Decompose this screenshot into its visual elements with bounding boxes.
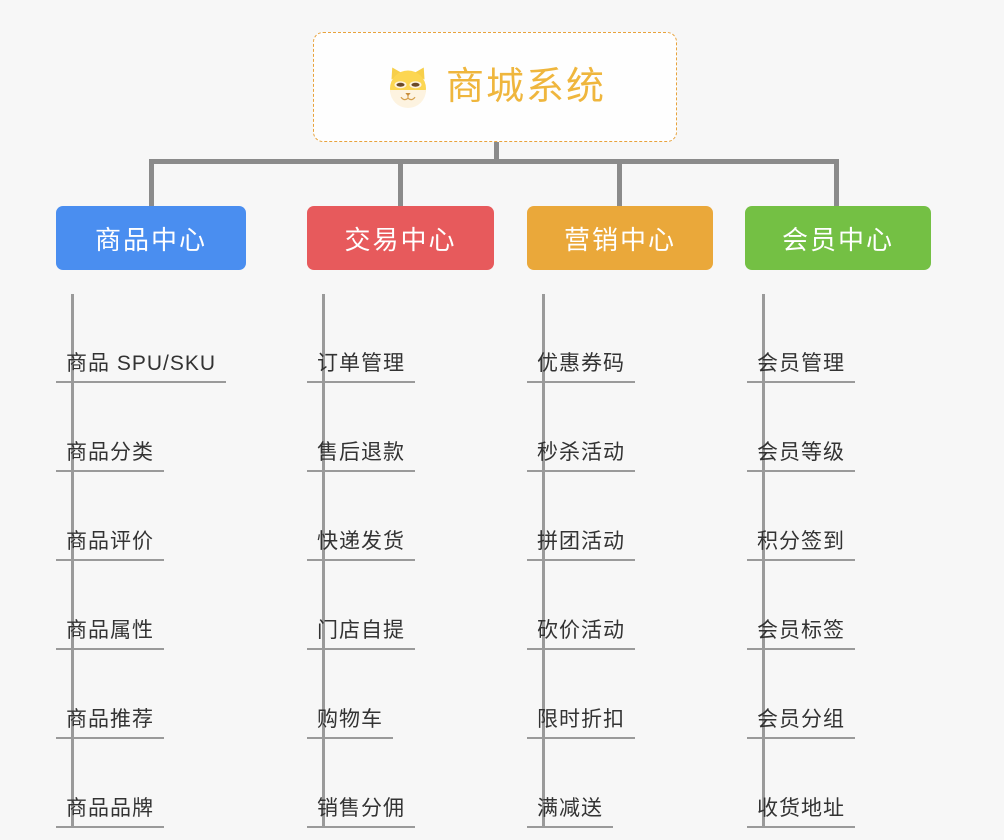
trunk-connector [494,142,499,162]
category-label: 商品中心 [94,224,207,255]
branch-connector-2 [398,159,403,207]
list-item[interactable]: 限时折扣 [527,650,713,739]
branch-connector-4 [834,159,839,207]
list-item[interactable]: 商品属性 [56,561,246,650]
shiba-dog-icon [389,67,426,108]
leaf-label: 砍价活动 [527,619,635,650]
leaf-label: 限时折扣 [527,708,635,739]
list-item[interactable]: 商品分类 [56,383,246,472]
leaf-list-0: 商品 SPU/SKU 商品分类 商品评价 商品属性 商品推荐 商品品牌 [56,294,246,828]
leaf-label: 满减送 [527,797,613,828]
category-label: 交易中心 [344,224,457,255]
category-column-3: 会员中心 会员管理 会员等级 积分签到 会员标签 会员分组 收货地址 [745,206,931,828]
leaf-label: 快递发货 [307,530,415,561]
list-item[interactable]: 购物车 [307,650,494,739]
leaf-label: 收货地址 [747,797,855,828]
category-header-3[interactable]: 会员中心 [745,206,931,270]
leaf-rail-1 [322,294,325,828]
list-item[interactable]: 拼团活动 [527,472,713,561]
leaf-rail-0 [71,294,74,828]
leaf-label: 商品属性 [56,619,164,650]
leaf-label: 购物车 [307,708,393,739]
leaf-label: 拼团活动 [527,530,635,561]
leaf-label: 会员分组 [747,708,855,739]
leaf-label: 会员管理 [747,352,855,383]
list-item[interactable]: 收货地址 [745,739,931,828]
leaf-list-1: 订单管理 售后退款 快递发货 门店自提 购物车 销售分佣 [307,294,494,828]
leaf-label: 商品品牌 [56,797,164,828]
category-column-1: 交易中心 订单管理 售后退款 快递发货 门店自提 购物车 销售分佣 [307,206,494,828]
list-item[interactable]: 商品推荐 [56,650,246,739]
leaf-list-2: 优惠券码 秒杀活动 拼团活动 砍价活动 限时折扣 满减送 [527,294,713,828]
list-item[interactable]: 售后退款 [307,383,494,472]
leaf-label: 商品分类 [56,441,164,472]
branch-connector-1 [149,159,154,207]
list-item[interactable]: 订单管理 [307,294,494,383]
category-column-0: 商品中心 商品 SPU/SKU 商品分类 商品评价 商品属性 商品推荐 商品品牌 [56,206,246,828]
list-item[interactable]: 会员标签 [745,561,931,650]
category-column-2: 营销中心 优惠券码 秒杀活动 拼团活动 砍价活动 限时折扣 满减送 [527,206,713,828]
list-item[interactable]: 商品品牌 [56,739,246,828]
branch-connector-3 [617,159,622,207]
list-item[interactable]: 商品评价 [56,472,246,561]
leaf-label: 会员标签 [747,619,855,650]
list-item[interactable]: 秒杀活动 [527,383,713,472]
list-item[interactable]: 门店自提 [307,561,494,650]
leaf-label: 商品推荐 [56,708,164,739]
leaf-rail-3 [762,294,765,828]
leaf-label: 会员等级 [747,441,855,472]
list-item[interactable]: 砍价活动 [527,561,713,650]
leaf-label: 售后退款 [307,441,415,472]
list-item[interactable]: 会员等级 [745,383,931,472]
list-item[interactable]: 商品 SPU/SKU [56,294,246,383]
leaf-label: 积分签到 [747,530,855,561]
category-header-1[interactable]: 交易中心 [307,206,494,270]
category-header-0[interactable]: 商品中心 [56,206,246,270]
list-item[interactable]: 满减送 [527,739,713,828]
list-item[interactable]: 优惠券码 [527,294,713,383]
root-node[interactable]: 商城系统 [313,32,677,142]
leaf-label: 商品 SPU/SKU [56,352,227,383]
list-item[interactable]: 会员管理 [745,294,931,383]
leaf-label: 商品评价 [56,530,164,561]
leaf-rail-2 [542,294,545,828]
leaf-label: 订单管理 [307,352,415,383]
list-item[interactable]: 会员分组 [745,650,931,739]
category-label: 营销中心 [563,224,676,255]
bus-connector [149,159,839,164]
list-item[interactable]: 快递发货 [307,472,494,561]
list-item[interactable]: 积分签到 [745,472,931,561]
category-label: 会员中心 [781,224,894,255]
list-item[interactable]: 销售分佣 [307,739,494,828]
leaf-list-3: 会员管理 会员等级 积分签到 会员标签 会员分组 收货地址 [745,294,931,828]
leaf-label: 秒杀活动 [527,441,635,472]
leaf-label: 销售分佣 [307,797,415,828]
leaf-label: 门店自提 [307,619,415,650]
root-title: 商城系统 [445,66,606,108]
category-header-2[interactable]: 营销中心 [527,206,713,270]
leaf-label: 优惠券码 [527,352,635,383]
